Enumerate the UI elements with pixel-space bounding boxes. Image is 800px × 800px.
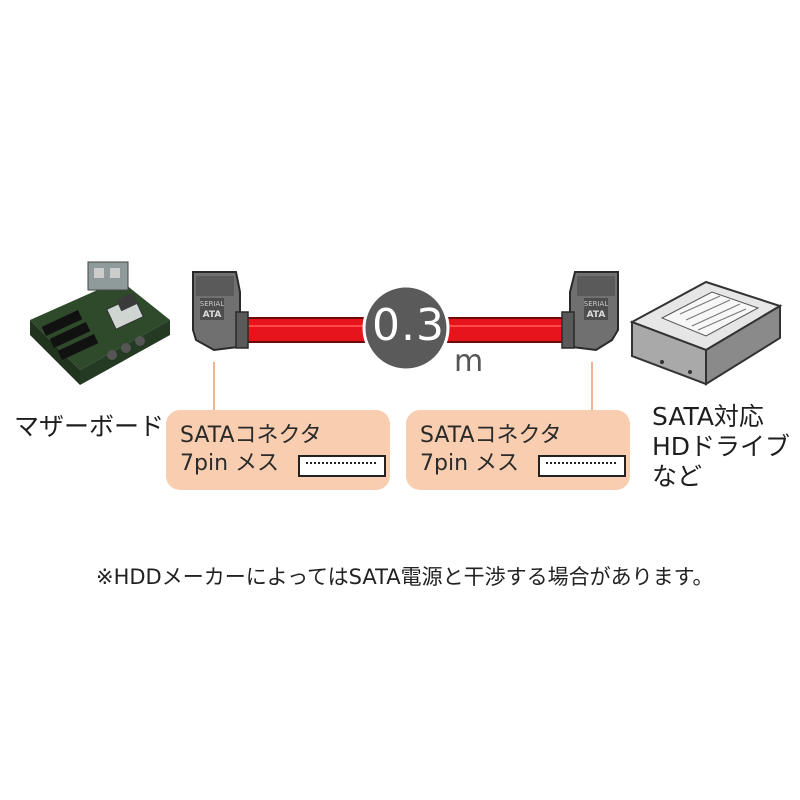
- right-callout-line-1: SATAコネクタ: [420, 423, 562, 448]
- left-logo-ata: ATA: [203, 310, 222, 320]
- cable-length-value: 0.3: [372, 300, 445, 351]
- right-connector-callout: SATAコネクタ 7pin メス: [406, 410, 630, 490]
- hdd-image: [629, 280, 783, 386]
- hdd-label-line-3: など: [652, 462, 703, 491]
- right-callout-line-2: 7pin メス: [420, 451, 520, 476]
- motherboard-image: [30, 261, 170, 385]
- hdd-label-line-1: SATA対応: [652, 402, 764, 431]
- hdd-label-line-2: HDドライブ: [652, 432, 791, 461]
- length-badge: [362, 284, 450, 372]
- left-callout-line-1: SATAコネクタ: [180, 423, 322, 448]
- footnote: ※HDDメーカーによってはSATA電源と干渉する場合があります。: [96, 565, 714, 589]
- right-connector-image: SERIAL ATA: [561, 271, 619, 352]
- left-connector-image: SERIAL ATA: [192, 271, 249, 352]
- right-logo-ata: ATA: [587, 310, 606, 320]
- left-port-icon: [298, 455, 386, 477]
- right-port-icon: [538, 455, 626, 477]
- cable-length-unit: m: [454, 344, 484, 379]
- left-connector-callout: SATAコネクタ 7pin メス: [166, 410, 390, 490]
- left-logo-serial: SERIAL: [200, 300, 225, 308]
- right-logo-serial: SERIAL: [584, 300, 609, 308]
- motherboard-label: マザーボード: [14, 412, 165, 441]
- left-callout-line-2: 7pin メス: [180, 451, 280, 476]
